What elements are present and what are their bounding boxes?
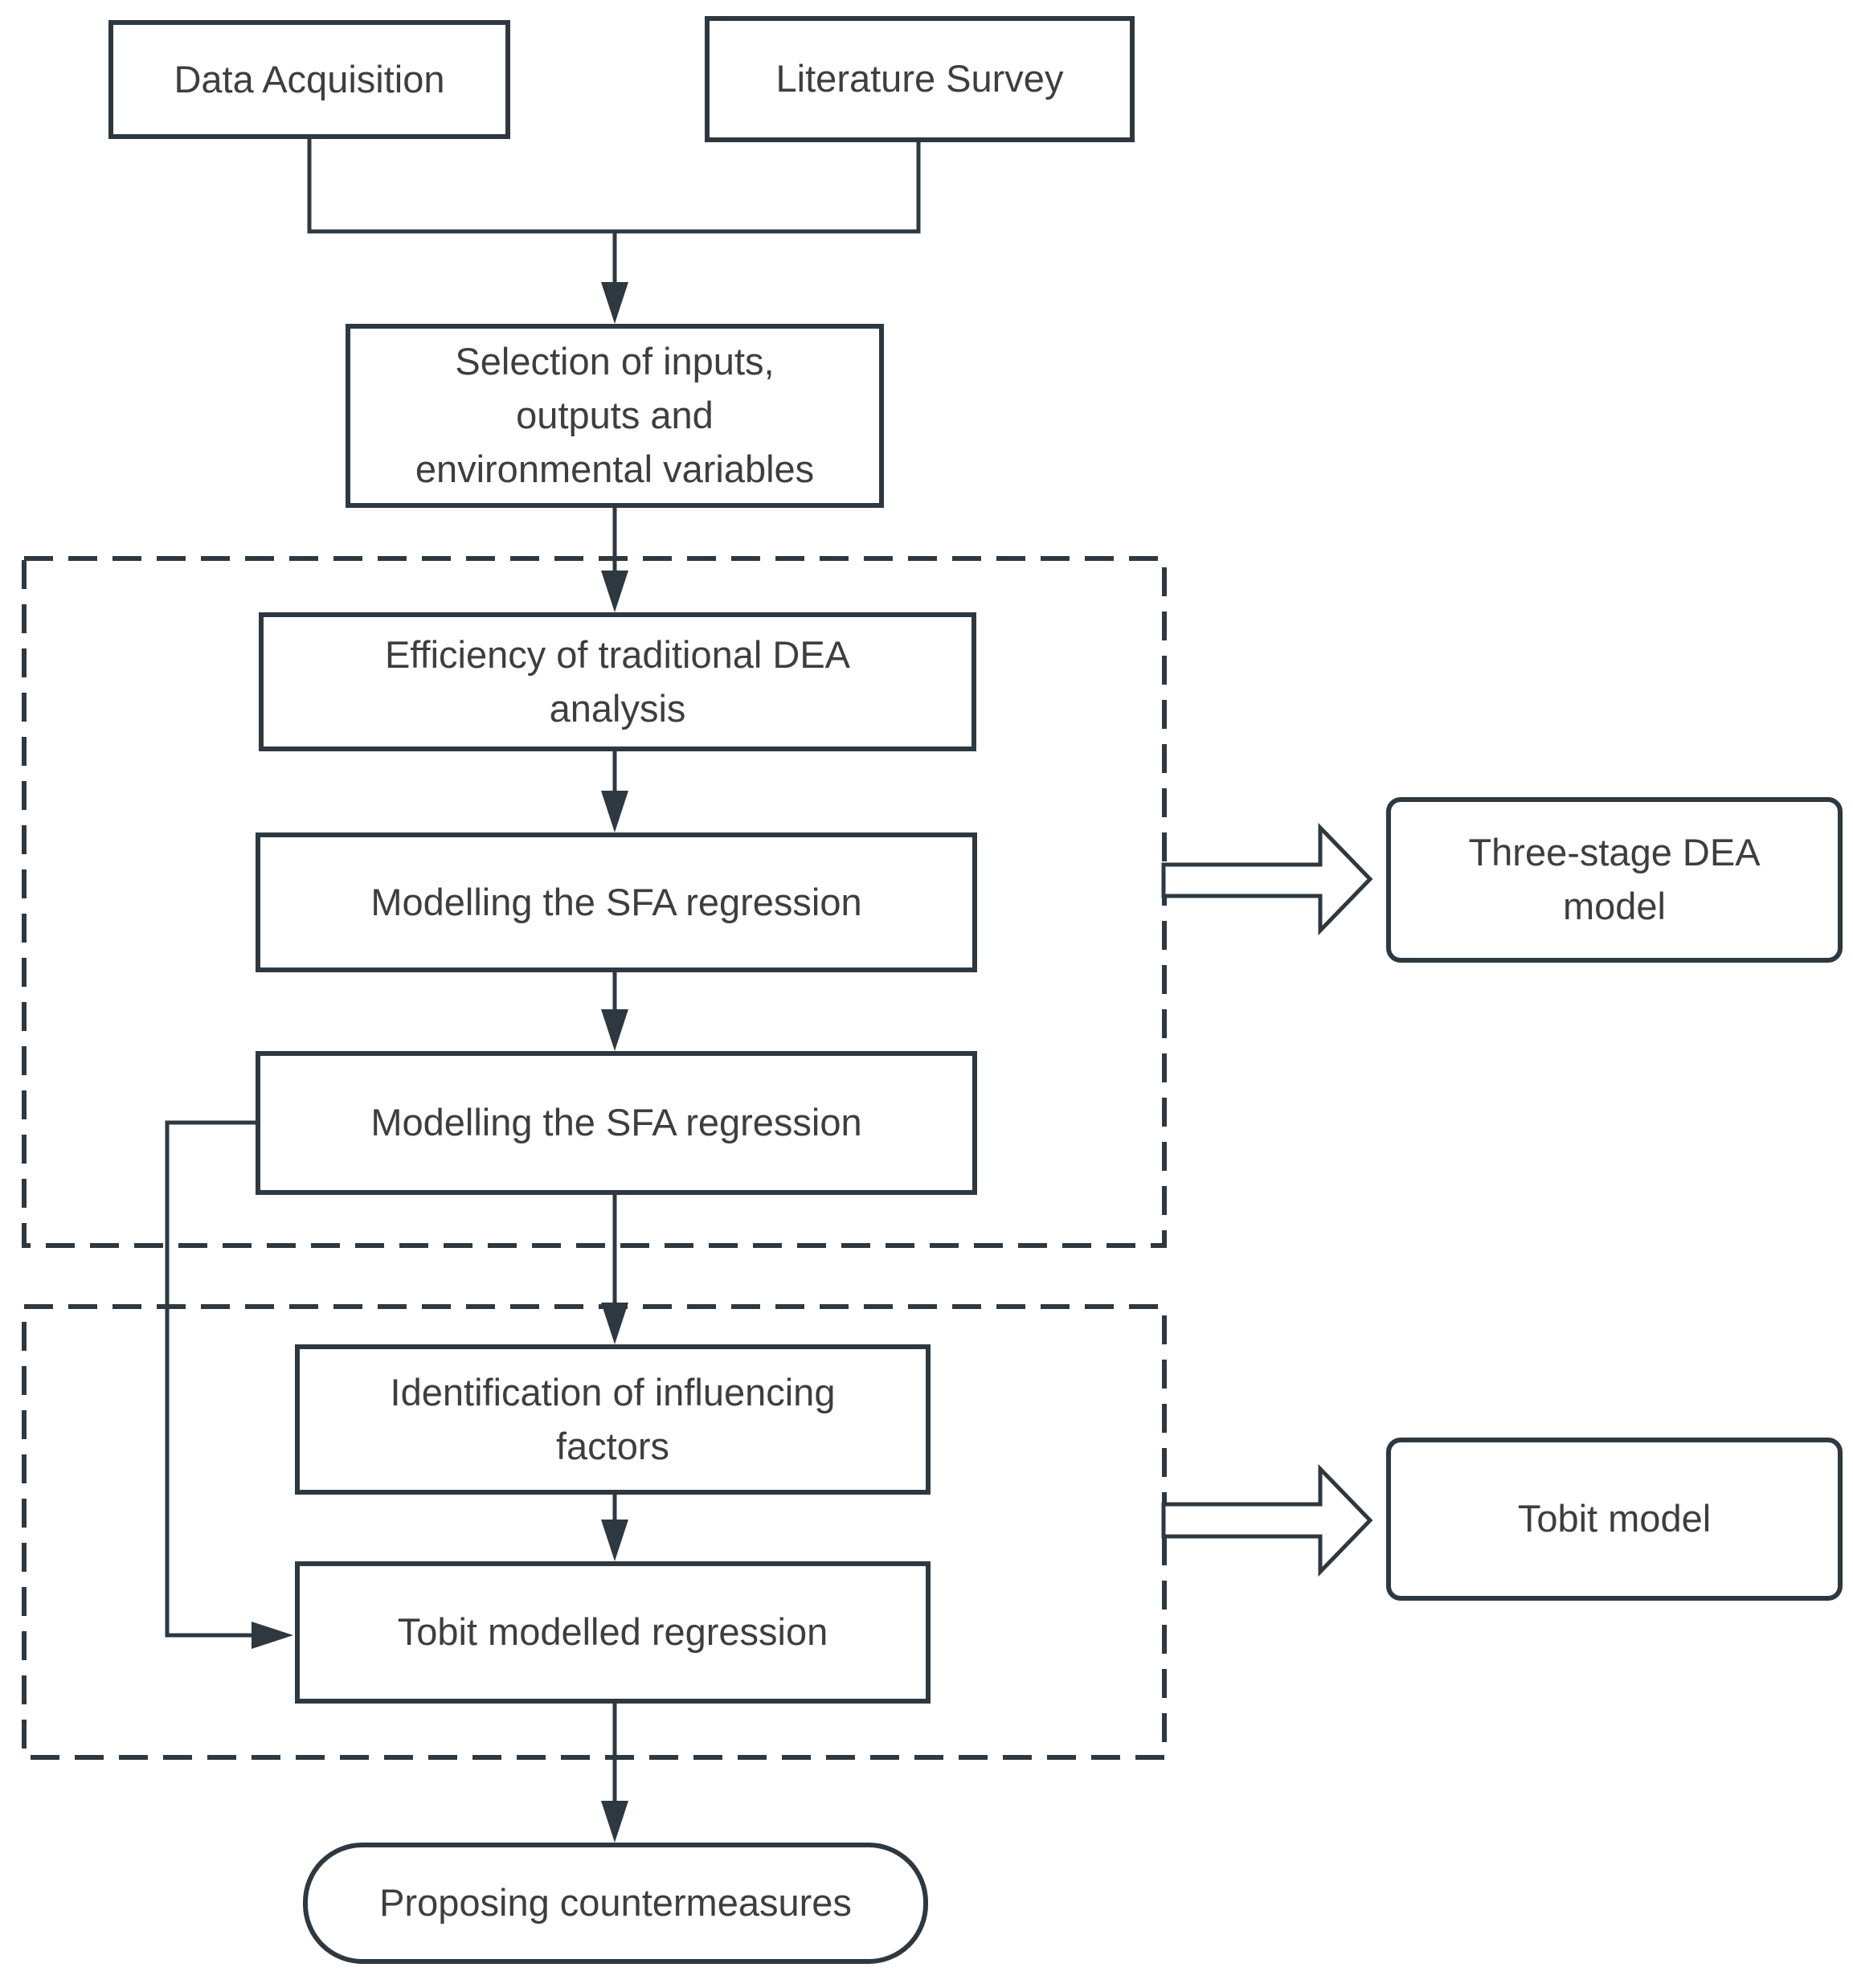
- node-identification-of-factors: Identification of influencing factors: [295, 1344, 931, 1495]
- connector-lines: [165, 139, 921, 1804]
- edge-sfa2-feedback-to-tobit-regression: [165, 1120, 256, 1638]
- node-data-acquisition: Data Acquisition: [108, 20, 510, 139]
- node-sfa-regression-2-label: Modelling the SFA regression: [370, 1101, 862, 1144]
- arrowhead-into-selection: [601, 282, 628, 324]
- node-tobit-model: Tobit model: [1386, 1438, 1843, 1601]
- block-arrow-to-tobit-model: [1161, 1463, 1373, 1577]
- node-sfa-regression-2: Modelling the SFA regression: [256, 1051, 977, 1195]
- node-selection-of-variables-label: Selection of inputs, outputs and environ…: [415, 340, 815, 490]
- arrowhead-into-tobit-regression: [601, 1520, 628, 1561]
- arrowheads: [252, 282, 628, 1843]
- node-literature-survey: Literature Survey: [705, 16, 1135, 142]
- node-tobit-modelled-regression: Tobit modelled regression: [295, 1561, 931, 1704]
- dea-stage-dashed-container: [22, 556, 1167, 1248]
- node-selection-of-variables: Selection of inputs, outputs and environ…: [346, 324, 884, 508]
- node-proposing-countermeasures: Proposing countermeasures: [303, 1843, 928, 1964]
- arrowhead-into-identification: [601, 1303, 628, 1344]
- node-three-stage-dea-model-label: Three-stage DEA model: [1468, 831, 1761, 927]
- node-efficiency-traditional-dea-label: Efficiency of traditional DEA analysis: [384, 632, 851, 730]
- arrowhead-feedback-into-tobit-regression: [252, 1622, 293, 1649]
- node-data-acquisition-label: Data Acquisition: [174, 57, 445, 100]
- arrowhead-into-sfa1: [601, 791, 628, 832]
- block-arrows: [1161, 822, 1373, 1577]
- node-sfa-regression-1: Modelling the SFA regression: [256, 832, 977, 972]
- node-proposing-countermeasures-label: Proposing countermeasures: [379, 1881, 852, 1925]
- dashed-group-borders: [22, 556, 1167, 1760]
- node-tobit-model-label: Tobit model: [1517, 1497, 1712, 1540]
- node-literature-survey-label: Literature Survey: [775, 57, 1064, 100]
- edge-sources-merge: [307, 139, 921, 234]
- arrowhead-into-proposing: [601, 1801, 628, 1843]
- arrowhead-into-sfa2: [601, 1009, 628, 1051]
- node-sfa-regression-1-label: Modelling the SFA regression: [370, 880, 862, 923]
- block-arrow-to-three-stage-dea: [1161, 822, 1373, 936]
- node-tobit-modelled-regression-label: Tobit modelled regression: [397, 1610, 828, 1654]
- node-three-stage-dea-model: Three-stage DEA model: [1386, 797, 1843, 963]
- node-efficiency-traditional-dea: Efficiency of traditional DEA analysis: [259, 612, 976, 751]
- arrowhead-into-efficiency: [601, 571, 628, 612]
- node-identification-of-factors-label: Identification of influencing factors: [390, 1370, 836, 1467]
